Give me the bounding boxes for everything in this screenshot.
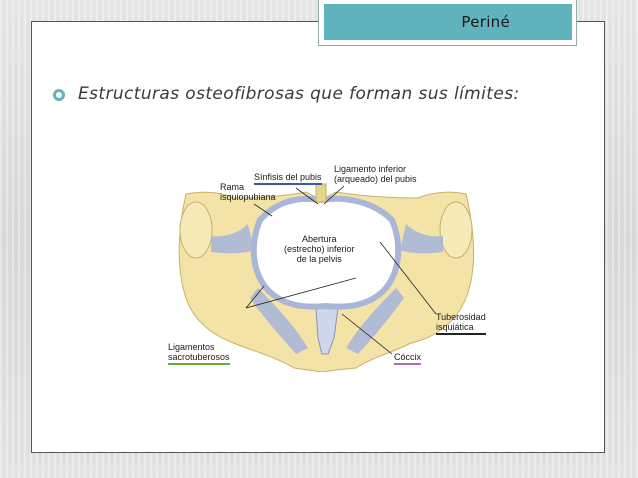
- label-ligamento-inferior: Ligamento inferior (arqueado) del pubis: [334, 164, 417, 184]
- label-rama-line2: isquiopubiana: [220, 192, 276, 202]
- ring-bullet-icon: [52, 87, 66, 101]
- label-ligamentos-line2: sacrotuberosos: [168, 352, 230, 365]
- label-tuberosidad-line1: Tuberosidad: [436, 312, 486, 322]
- title-bar: Periné: [324, 4, 572, 40]
- label-coccix: Cóccix: [394, 352, 422, 365]
- label-abertura-line1: Abertura: [302, 234, 337, 244]
- label-abertura: Abertura (estrecho) inferior de la pelvi…: [284, 234, 355, 264]
- label-abertura-line3: de la pelvis: [296, 254, 342, 264]
- title-tab: Periné: [318, 0, 577, 46]
- bullet-text: Estructuras osteofibrosas que forman sus…: [78, 84, 520, 104]
- label-ligamento-inferior-line1: Ligamento inferior: [334, 164, 407, 174]
- label-sinfisis-pubis: Sínfisis del pubis: [254, 172, 322, 185]
- label-abertura-line2: (estrecho) inferior: [284, 244, 355, 254]
- slide-title: Periné: [461, 13, 510, 31]
- label-ligamentos-line1: Ligamentos: [168, 342, 215, 352]
- label-rama-line1: Rama: [220, 182, 245, 192]
- bullet-item: Estructuras osteofibrosas que forman sus…: [52, 84, 520, 104]
- pelvis-drawing: [178, 183, 475, 372]
- label-ligamentos-sacrotuberosos: Ligamentos sacrotuberosos: [168, 342, 230, 365]
- pelvis-illustration: Sínfisis del pubis Ligamento inferior (a…: [156, 158, 498, 372]
- label-tuberosidad-line2: isquiática: [436, 322, 486, 335]
- label-tuberosidad-isquiatica: Tuberosidad isquiática: [436, 312, 486, 335]
- label-ligamento-inferior-line2: (arqueado) del pubis: [334, 174, 417, 184]
- label-rama-isquiopubiana: Rama isquiopubiana: [220, 182, 276, 202]
